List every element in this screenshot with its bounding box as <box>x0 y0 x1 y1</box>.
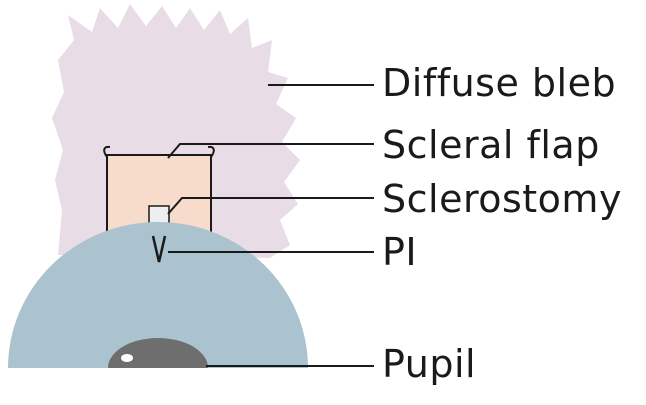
leader-line-scleral-flap <box>167 143 374 159</box>
pupil-highlight <box>121 354 133 362</box>
pi-mark <box>151 235 167 263</box>
flap-suture-right <box>207 145 215 158</box>
label-pupil: Pupil <box>382 342 477 386</box>
label-sclerostomy: Sclerostomy <box>382 177 622 221</box>
label-pi: PI <box>382 230 418 274</box>
pupil-shape <box>108 338 208 368</box>
cornea-shape <box>8 222 308 368</box>
label-scleral-flap: Scleral flap <box>382 123 600 167</box>
leader-line-sclerostomy <box>167 197 374 215</box>
flap-suture-left <box>103 145 111 158</box>
sclerostomy-shape <box>148 205 170 225</box>
label-diffuse-bleb: Diffuse bleb <box>382 61 617 105</box>
